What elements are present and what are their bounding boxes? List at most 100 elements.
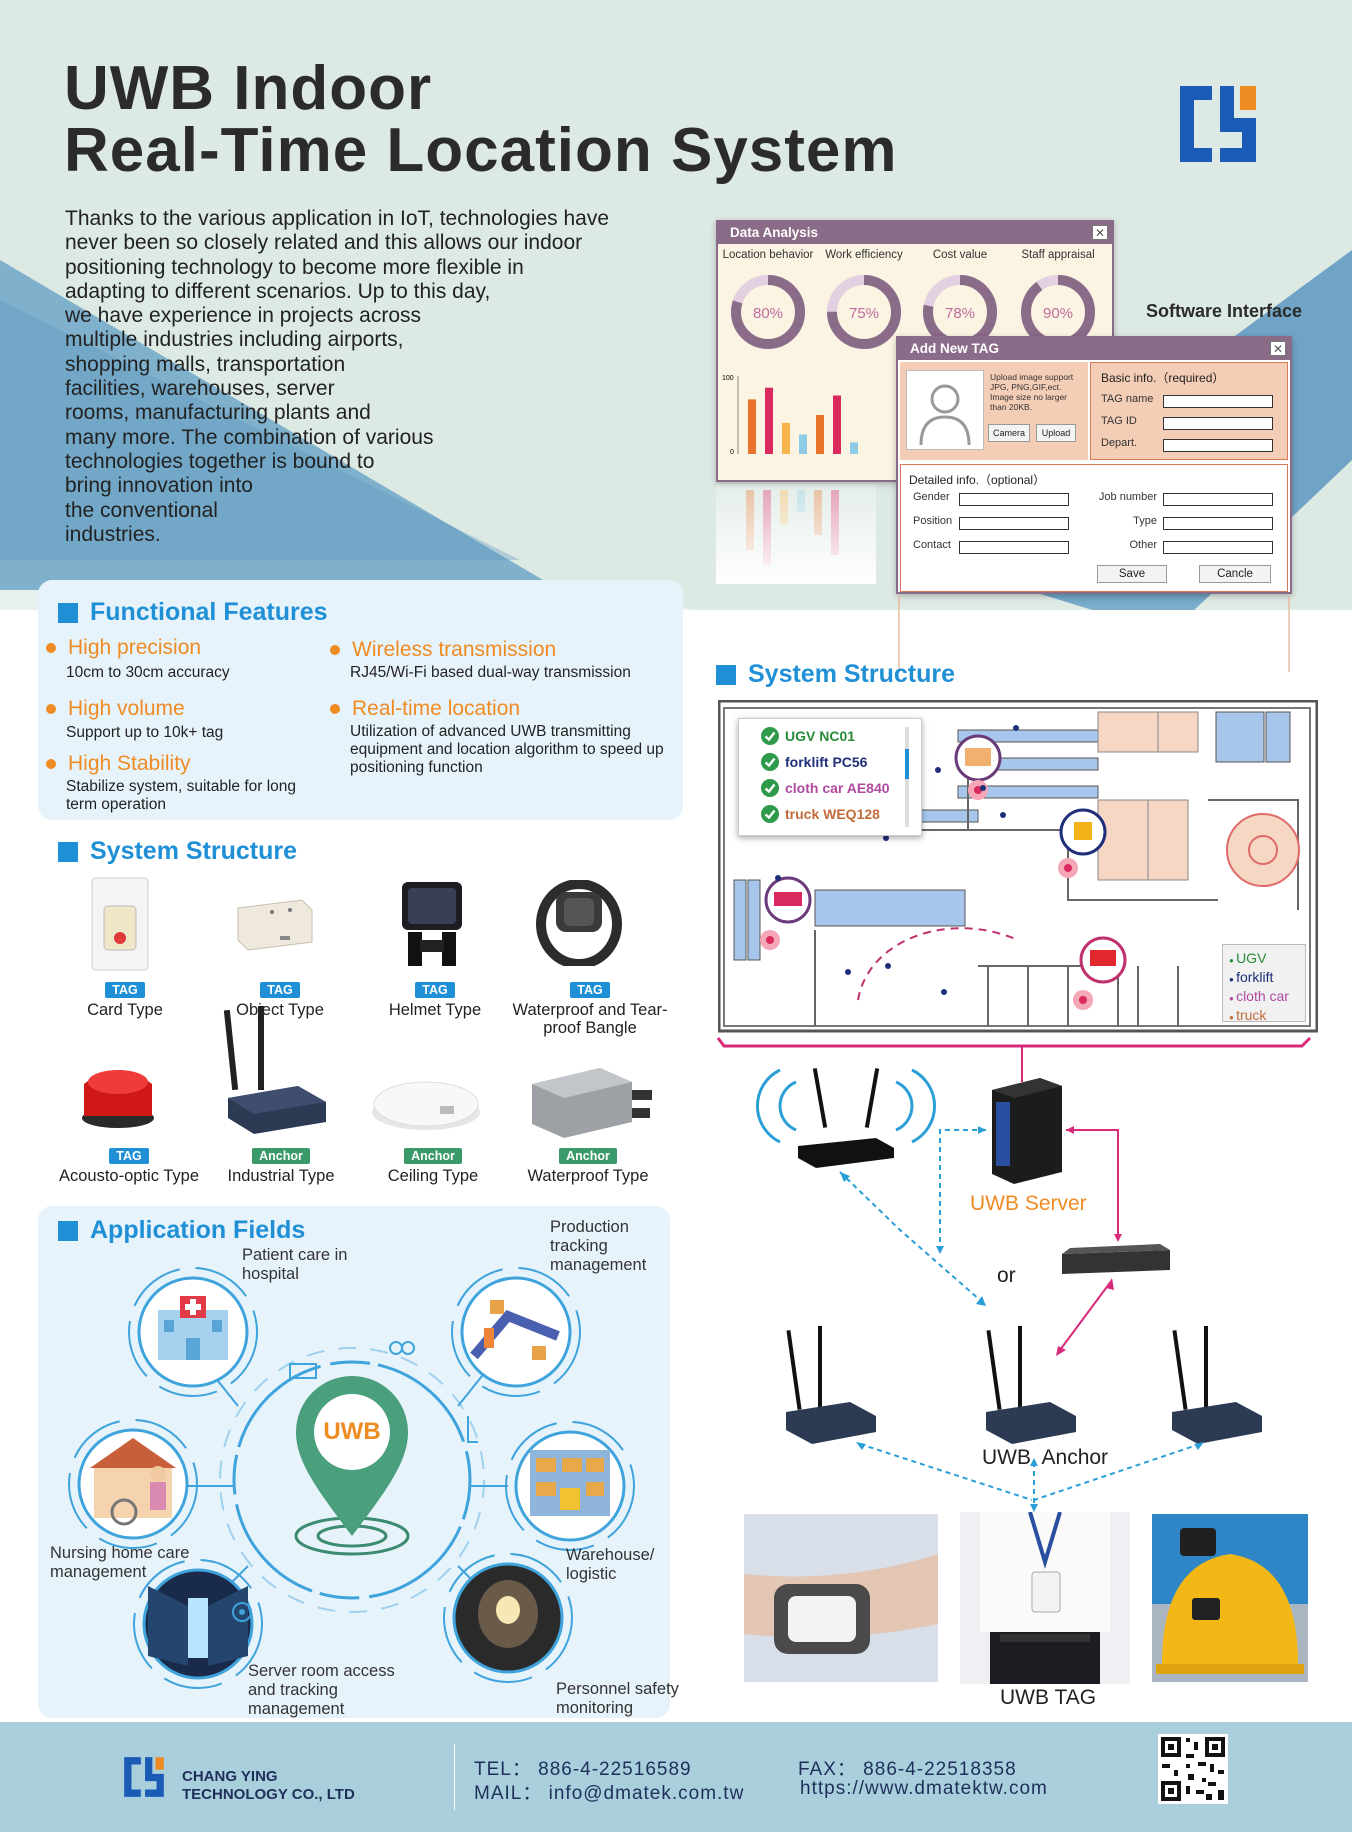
bar bbox=[850, 442, 858, 454]
nursing-circle bbox=[68, 1419, 198, 1549]
intro-line: industries. bbox=[65, 522, 161, 546]
metric-label: Staff appraisal bbox=[1021, 249, 1094, 261]
feature-title-text: High precision bbox=[68, 636, 202, 659]
field-label: Contact bbox=[913, 539, 951, 551]
bar bbox=[782, 422, 790, 454]
text-input[interactable] bbox=[959, 541, 1069, 554]
tracked-list-item[interactable]: forklift PC56 bbox=[761, 753, 867, 771]
close-icon[interactable]: ✕ bbox=[1270, 341, 1286, 356]
check-circle-icon bbox=[761, 805, 779, 823]
data-analysis-title: Data Analysis bbox=[730, 225, 819, 240]
legend-dot-icon: ● bbox=[1229, 956, 1237, 965]
device-badge: TAG bbox=[109, 1148, 149, 1164]
system-structure-heading-text: System Structure bbox=[90, 837, 298, 865]
text-input[interactable] bbox=[1163, 493, 1273, 506]
tracked-item-label: UGV NC01 bbox=[785, 728, 856, 744]
legend-item: ● cloth car bbox=[1229, 988, 1299, 1007]
page-title: UWB Indoor Real-Time Location System bbox=[64, 58, 898, 182]
text-input[interactable] bbox=[1163, 439, 1273, 452]
server-circle bbox=[133, 1559, 263, 1689]
text-input[interactable] bbox=[1163, 517, 1273, 530]
tel-text: TEL： 886-4-22516589 bbox=[474, 1759, 692, 1780]
metric-label: Location behavior bbox=[723, 249, 814, 261]
uwb-center-label: UWB bbox=[323, 1418, 381, 1445]
footer-divider bbox=[454, 1744, 455, 1810]
save-button[interactable]: Save bbox=[1097, 565, 1167, 583]
text-input[interactable] bbox=[1163, 417, 1273, 430]
feature-description: 10cm to 30cm accuracy bbox=[66, 664, 230, 681]
legend-label: UGV bbox=[1236, 950, 1267, 966]
production-circle bbox=[451, 1267, 581, 1397]
object-tag-icon bbox=[237, 899, 313, 951]
qr-code-icon[interactable] bbox=[1158, 1734, 1228, 1804]
warehouse-circle bbox=[505, 1421, 635, 1551]
device-badge: Anchor bbox=[404, 1148, 462, 1164]
device-label: Ceiling Type bbox=[387, 1167, 479, 1185]
uwb-server-label: UWB Server bbox=[970, 1192, 1087, 1215]
tracked-list-item[interactable]: cloth car AE840 bbox=[761, 779, 890, 797]
basic-info-heading: Basic info.（required） bbox=[1101, 371, 1225, 385]
section-marker-icon bbox=[716, 664, 736, 685]
metric-value: 80% bbox=[753, 305, 783, 322]
device-badge: TAG bbox=[570, 982, 610, 998]
device-badge: TAG bbox=[260, 982, 300, 998]
feature-title-text: High Stability bbox=[68, 752, 191, 775]
intro-paragraph: Thanks to the various application in IoT… bbox=[65, 207, 705, 547]
bar bbox=[816, 415, 824, 454]
feature-title: High Stability bbox=[46, 752, 191, 776]
list-scrollbar[interactable] bbox=[905, 727, 909, 827]
website-link[interactable]: https://www.dmatektw.com bbox=[800, 1778, 1048, 1799]
feature-description: Utilization of advanced UWB transmitting… bbox=[350, 723, 664, 776]
footer: CHANG YING TECHNOLOGY CO., LTD TEL： 886-… bbox=[0, 1722, 1352, 1832]
text-input[interactable] bbox=[959, 517, 1069, 530]
application-diagram bbox=[68, 1267, 635, 1689]
helmet-tag-icon bbox=[402, 882, 462, 966]
bullet-icon bbox=[46, 704, 56, 714]
legend-dot-icon: ● bbox=[1229, 994, 1237, 1003]
ceiling-anchor-icon bbox=[372, 1081, 480, 1130]
tracked-assets-panel: UGV NC01 forklift PC56 cloth car AE840 truc… bbox=[738, 718, 922, 836]
intro-line: rooms, manufacturing plants and bbox=[65, 401, 371, 425]
upload-button[interactable]: Upload bbox=[1036, 424, 1076, 442]
feature-description: RJ45/Wi-Fi based dual-way transmission bbox=[350, 664, 631, 681]
mail-link[interactable]: MAIL： info@dmatek.com.tw bbox=[474, 1783, 745, 1804]
feature-title: High precision bbox=[46, 636, 201, 660]
intro-line: never been so closely related and this a… bbox=[65, 231, 583, 255]
close-icon[interactable]: ✕ bbox=[1092, 225, 1108, 240]
tracked-list-item[interactable]: UGV NC01 bbox=[761, 727, 855, 745]
field-label: Type bbox=[1133, 515, 1157, 527]
bar bbox=[833, 395, 841, 454]
field-label: Depart. bbox=[1101, 437, 1138, 449]
legend-item: ● truck bbox=[1229, 1007, 1299, 1026]
camera-button[interactable]: Camera bbox=[988, 424, 1030, 442]
hospital-circle bbox=[128, 1267, 258, 1397]
intro-line: facilities, warehouses, server bbox=[65, 377, 335, 401]
device-badge: TAG bbox=[415, 982, 455, 998]
text-input[interactable] bbox=[1163, 395, 1273, 408]
section-marker-icon bbox=[58, 1220, 78, 1241]
feature-title: Wireless transmission bbox=[330, 638, 556, 662]
bar bbox=[765, 387, 773, 454]
add-tag-title: Add New TAG bbox=[910, 341, 999, 356]
text-input[interactable] bbox=[1163, 541, 1273, 554]
text-input[interactable] bbox=[959, 493, 1069, 506]
anchor-left-icon bbox=[786, 1326, 876, 1444]
cancel-button[interactable]: Cancle bbox=[1199, 565, 1271, 583]
fax-text: FAX： 886-4-22518358 bbox=[798, 1759, 1017, 1780]
tracked-list-item[interactable]: truck WEQ128 bbox=[761, 805, 880, 823]
application-field-label: Server room access and tracking manageme… bbox=[248, 1662, 395, 1718]
metric-value: 90% bbox=[1043, 305, 1073, 322]
system-structure-heading-text: System Structure bbox=[748, 660, 956, 688]
or-label: or bbox=[997, 1264, 1016, 1287]
bullet-icon bbox=[330, 645, 340, 655]
functional-features-panel bbox=[38, 580, 683, 820]
metric-value: 78% bbox=[945, 305, 975, 322]
application-field-label: Warehouse/ logistic bbox=[566, 1546, 655, 1583]
